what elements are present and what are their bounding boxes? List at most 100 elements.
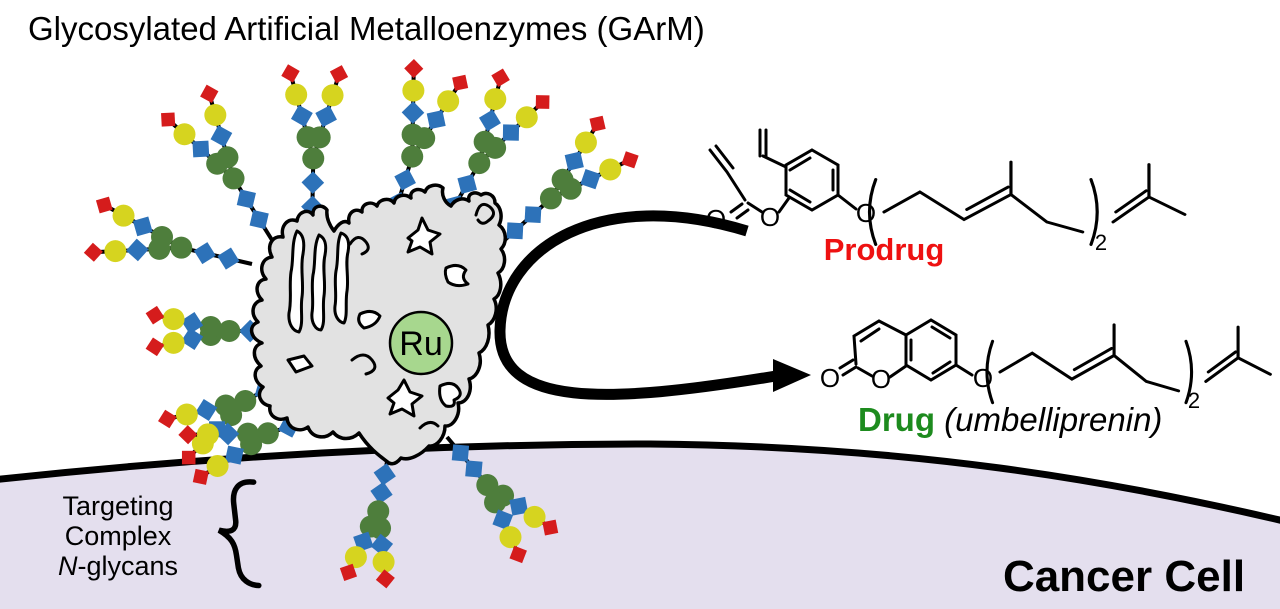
glcnac-blue-square: [478, 109, 501, 132]
mannose-green-circle: [539, 187, 562, 210]
glcnac-blue-square: [373, 463, 396, 486]
sialic-acid-red-diamond: [452, 74, 469, 91]
drug-carbonyl-o: O: [820, 363, 840, 393]
glcnac-blue-square: [564, 151, 584, 171]
sialic-acid-red-diamond: [145, 337, 165, 357]
mannose-green-circle: [359, 515, 382, 538]
sialic-acid-red-diamond: [491, 68, 510, 88]
prodrug-ether-o: O: [856, 198, 876, 228]
galactose-yellow-circle: [206, 454, 229, 477]
mannose-green-circle: [401, 145, 424, 168]
sialic-acid-red-diamond: [158, 409, 177, 429]
cancer-cell-region: [0, 444, 1280, 609]
glycan-chain: [83, 196, 253, 270]
sialic-acid-red-diamond: [542, 519, 559, 536]
glcnac-blue-square: [315, 105, 337, 128]
mannose-green-circle: [234, 389, 257, 412]
prodrug-atom-labels: O O O 2: [706, 198, 1107, 255]
mannose-green-circle: [413, 127, 436, 150]
glcnac-blue-square: [492, 509, 514, 531]
galactose-yellow-circle: [285, 83, 308, 106]
sialic-acid-red-diamond: [192, 468, 209, 485]
sialic-acid-red-diamond: [200, 84, 219, 104]
sialic-acid-red-diamond: [329, 65, 349, 84]
galactose-yellow-circle: [112, 204, 135, 227]
galactose-yellow-circle: [437, 90, 460, 113]
glycan-chain: [339, 455, 396, 589]
targeting-label: Targeting Complex N-glycans: [58, 491, 178, 581]
drug-label: Drug (umbelliprenin): [858, 401, 1162, 438]
glcnac-blue-square: [193, 242, 216, 265]
mannose-green-circle: [308, 126, 331, 149]
glcnac-blue-square: [195, 398, 218, 422]
galactose-yellow-circle: [321, 84, 344, 107]
sialic-acid-red-diamond: [83, 242, 103, 262]
sialic-acid-red-diamond: [178, 425, 198, 445]
glcnac-blue-square: [506, 222, 524, 240]
sialic-acid-red-diamond: [145, 305, 165, 325]
sialic-acid-red-diamond: [339, 563, 358, 581]
sialic-acid-red-diamond: [281, 64, 300, 83]
mannose-green-circle: [170, 236, 193, 259]
galactose-yellow-circle: [574, 131, 597, 154]
cancer-cell-label: Cancer Cell: [1003, 552, 1245, 601]
glcnac-blue-square: [181, 312, 204, 335]
drug-structure: [838, 318, 1272, 405]
galactose-yellow-circle: [173, 123, 196, 146]
glcnac-blue-square: [394, 168, 416, 191]
glycan-chain: [495, 115, 639, 249]
glcnac-blue-square: [290, 104, 313, 127]
glycan-chain: [445, 435, 559, 564]
drug-label-name: Drug: [858, 401, 935, 438]
diagram-title: Glycosylated Artificial Metalloenzymes (…: [28, 10, 705, 47]
galactose-yellow-circle: [196, 423, 219, 446]
galactose-yellow-circle: [599, 158, 622, 181]
mannose-green-circle: [151, 226, 174, 249]
mannose-green-circle: [302, 147, 325, 170]
targeting-brace-icon: [217, 479, 262, 589]
ru-cofactor: Ru: [388, 310, 454, 376]
mannose-green-circle: [222, 167, 245, 190]
mannose-green-circle: [468, 152, 491, 175]
mannose-green-circle: [484, 491, 507, 514]
glcnac-blue-square: [509, 496, 529, 516]
targeting-label-line2: Complex: [65, 521, 172, 551]
prodrug-carbonyl-o: O: [706, 204, 726, 234]
galactose-yellow-circle: [344, 546, 367, 569]
glcnac-blue-square: [524, 206, 542, 224]
sialic-acid-red-diamond: [509, 545, 527, 564]
protein-blob: [249, 183, 507, 466]
sialic-acid-red-diamond: [161, 112, 176, 127]
sialic-acid-red-diamond: [589, 115, 606, 132]
galactose-yellow-circle: [523, 505, 546, 528]
glcnac-blue-square: [426, 110, 446, 130]
glcnac-blue-square: [370, 481, 393, 504]
glycan-chain: [281, 64, 349, 232]
mannose-green-circle: [199, 316, 222, 339]
mannose-green-circle: [218, 320, 241, 342]
glcnac-blue-square: [370, 533, 394, 557]
glycan-chain: [161, 84, 274, 242]
sialic-acid-red-diamond: [404, 59, 424, 79]
glcnac-blue-square: [301, 171, 325, 194]
sialic-acid-red-diamond: [375, 569, 395, 589]
glcnac-blue-square: [580, 168, 601, 190]
galactose-yellow-circle: [175, 403, 198, 426]
glcnac-blue-square: [132, 216, 153, 237]
galactose-yellow-circle: [372, 550, 395, 573]
targeting-label-glycans: -glycans: [77, 551, 178, 581]
sialic-acid-red-diamond: [535, 95, 550, 109]
galactose-yellow-circle: [499, 526, 522, 549]
drug-ether-o: O: [973, 363, 993, 393]
sialic-acid-red-diamond: [181, 450, 196, 465]
glcnac-blue-square: [236, 189, 256, 209]
drug-atom-labels: O O O 2: [820, 363, 1200, 413]
glcnac-blue-square: [217, 247, 240, 270]
glcnac-blue-square: [126, 238, 149, 262]
glcnac-blue-square: [192, 140, 210, 158]
sialic-acid-red-diamond: [95, 196, 113, 214]
mannose-green-circle: [216, 146, 239, 169]
glcnac-blue-square: [216, 422, 240, 446]
